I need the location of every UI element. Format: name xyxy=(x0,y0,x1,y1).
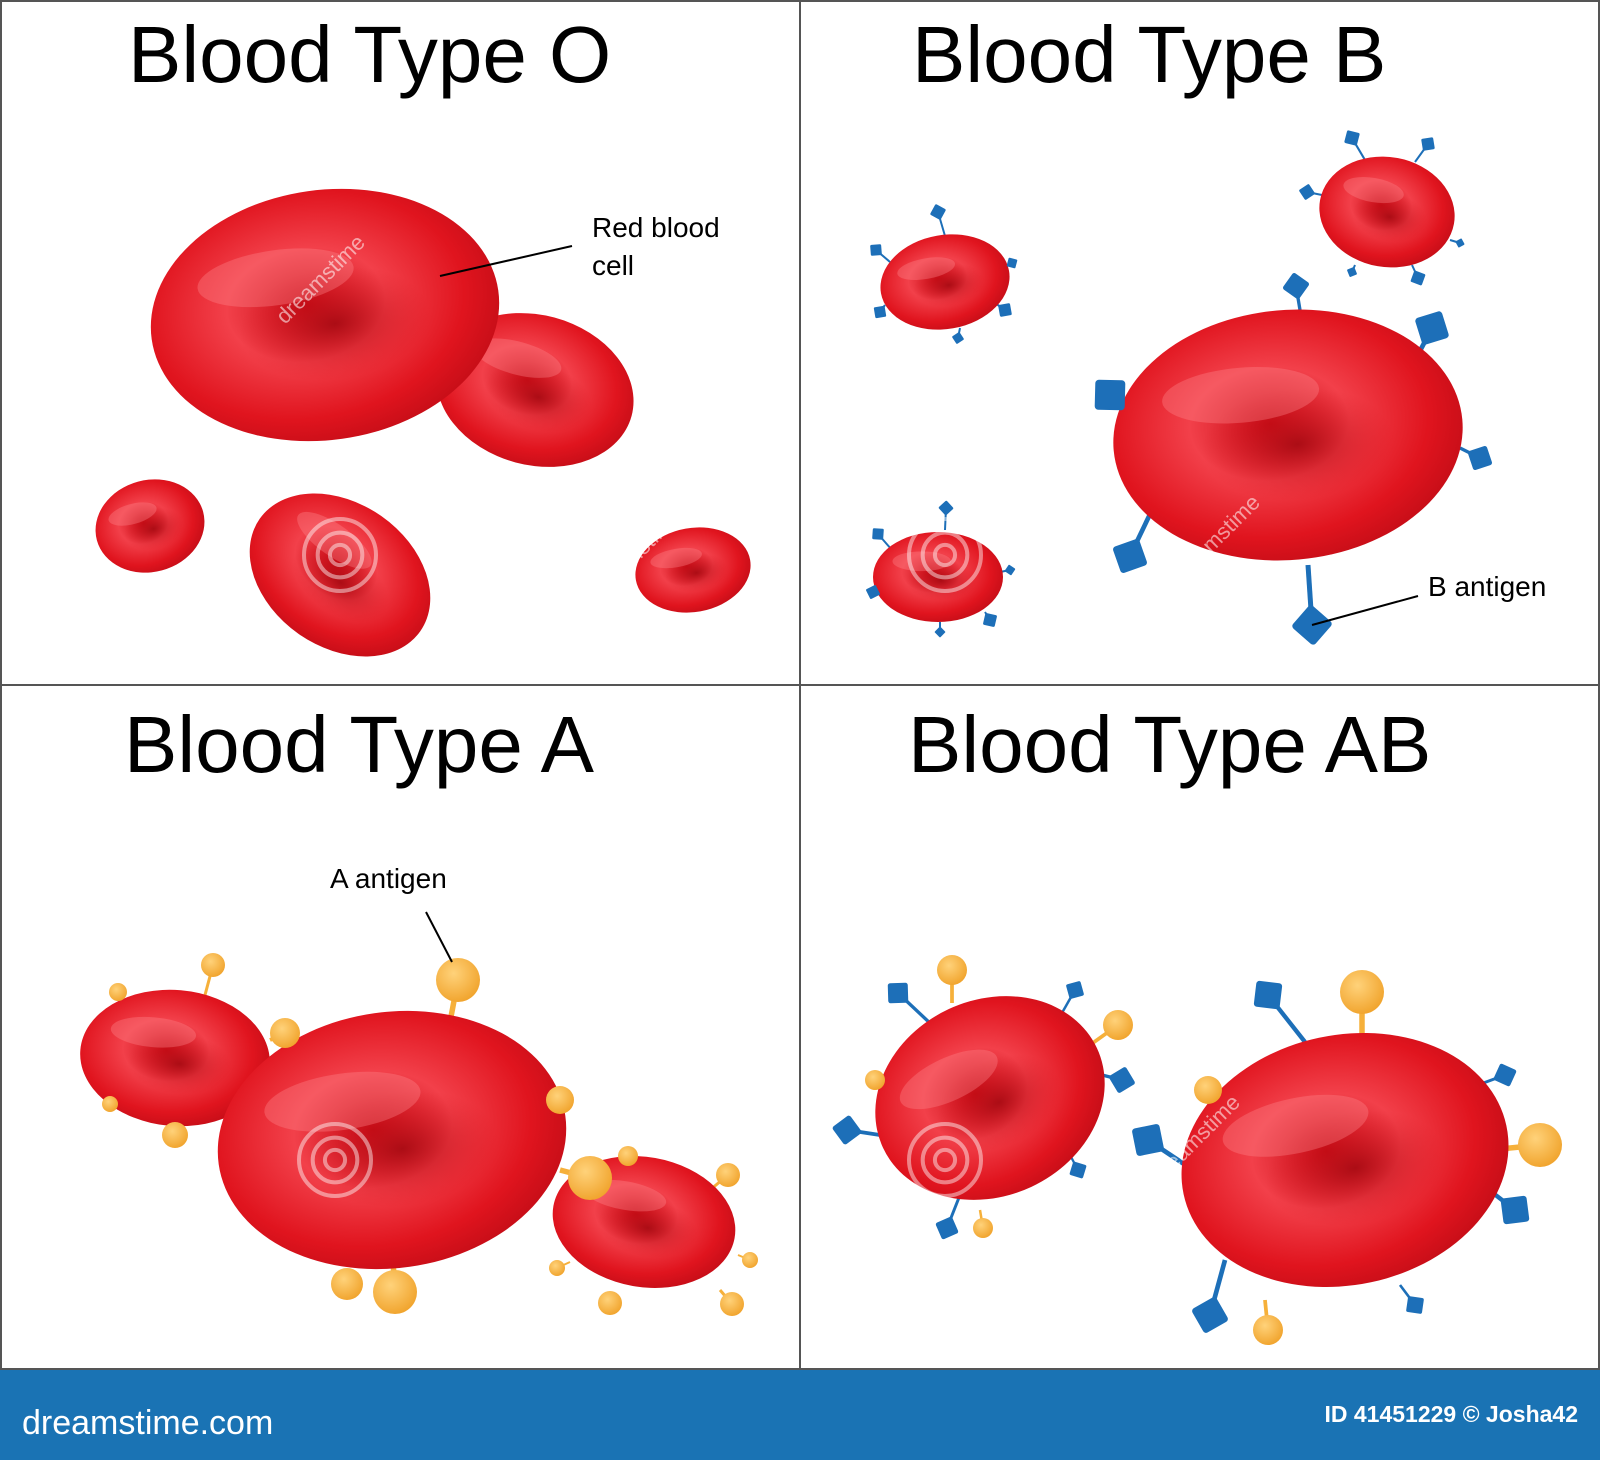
watermark-swirl-icon xyxy=(18,223,82,287)
a-antigen-icon xyxy=(1194,1076,1222,1104)
watermark-swirl-icon xyxy=(1528,523,1592,587)
watermark-swirl-icon xyxy=(907,517,983,593)
a-antigen-icon xyxy=(1340,970,1384,1014)
b-antigen-icon xyxy=(1415,311,1449,345)
watermark-swirl-icon xyxy=(18,823,82,887)
a-antigen-icon xyxy=(1103,1010,1133,1040)
b-antigen-icon xyxy=(938,500,954,516)
a-antigen-icon xyxy=(331,1268,363,1300)
b-antigen-icon xyxy=(887,982,909,1004)
red-blood-cell xyxy=(249,493,431,657)
red-blood-cell xyxy=(880,234,1010,330)
b-antigen-icon xyxy=(1455,238,1465,248)
b-antigen-icon xyxy=(873,305,887,319)
a-antigen-icon xyxy=(270,1018,300,1048)
a-antigen-icon xyxy=(618,1146,638,1166)
a-antigen-icon xyxy=(162,1122,188,1148)
b-antigen-icon xyxy=(930,204,946,220)
callout-red-blood-cell-line2: cell xyxy=(592,250,634,281)
watermark-swirl-icon xyxy=(623,223,687,287)
a-antigen-icon xyxy=(373,1270,417,1314)
b-antigen-icon xyxy=(1467,445,1493,471)
watermark-swirl-icon xyxy=(907,1122,983,1198)
a-antigen-icon xyxy=(598,1291,622,1315)
b-antigen-icon xyxy=(1066,981,1084,999)
b-antigen-icon xyxy=(998,303,1012,317)
callout-b-antigen: B antigen xyxy=(1311,571,1546,626)
b-antigen-icon xyxy=(1132,1124,1164,1156)
b-antigen-icon xyxy=(1421,137,1435,151)
b-antigen-icon xyxy=(1253,980,1283,1010)
b-antigen-icon xyxy=(1347,267,1357,277)
b-antigen-icon xyxy=(866,585,880,599)
b-antigen-icon xyxy=(1113,539,1147,573)
a-antigen-icon xyxy=(546,1086,574,1114)
callout-red-blood-cell: Red blood cell xyxy=(439,212,720,281)
a-antigen-icon xyxy=(742,1252,758,1268)
a-antigen-icon xyxy=(1253,1315,1283,1345)
a-antigen-icon xyxy=(1518,1123,1562,1167)
red-blood-cell xyxy=(873,532,1003,622)
b-antigen-icon xyxy=(1410,270,1426,286)
b-antigen-icon xyxy=(872,528,884,540)
red-blood-cell xyxy=(1181,1033,1509,1287)
a-antigen-icon xyxy=(720,1292,744,1316)
callout-red-blood-cell-line1: Red blood xyxy=(592,212,720,243)
b-antigen-icon xyxy=(1406,1296,1424,1314)
b-antigen-icon xyxy=(1344,130,1360,146)
panel-title-type-o: Blood Type O xyxy=(128,10,611,99)
a-antigen-icon xyxy=(109,983,127,1001)
watermark-swirl-icon xyxy=(302,517,378,593)
panel-title-type-ab: Blood Type AB xyxy=(908,700,1431,789)
red-blood-cell xyxy=(635,527,751,613)
b-antigen-icon xyxy=(832,1115,862,1145)
red-blood-cell xyxy=(1319,156,1455,268)
b-antigen-icon xyxy=(1192,1297,1228,1333)
a-antigen-icon xyxy=(102,1096,118,1112)
red-blood-cell xyxy=(95,479,205,573)
a-antigen-icon xyxy=(716,1163,740,1187)
b-antigen-icon xyxy=(935,1216,959,1240)
antigen-heads xyxy=(102,130,1562,1345)
callout-a-antigen: A antigen xyxy=(330,863,453,963)
b-antigen-icon xyxy=(1069,1161,1087,1179)
a-antigen-icon xyxy=(865,1070,885,1090)
watermark-swirl-icon xyxy=(1208,223,1272,287)
watermark-swirl-icon xyxy=(297,1122,373,1198)
b-antigen-icon xyxy=(983,613,997,627)
panel-title-type-a: Blood Type A xyxy=(124,700,595,789)
a-antigen-icon xyxy=(937,955,967,985)
footer-image-id: ID 41451229 © Josha42 xyxy=(1324,1401,1578,1427)
footer-bar: dreamstime.com ID 41451229 © Josha42 xyxy=(0,1370,1600,1460)
b-antigen-icon xyxy=(934,626,946,638)
a-antigen-icon xyxy=(201,953,225,977)
b-antigen-icon xyxy=(1500,1195,1530,1225)
b-antigen-icon xyxy=(1004,564,1016,576)
panel-title-type-b: Blood Type B xyxy=(912,10,1386,99)
red-blood-cell xyxy=(80,989,270,1127)
red-blood-cell xyxy=(1113,309,1463,561)
b-antigen-icon xyxy=(1109,1067,1135,1093)
b-antigen-icon xyxy=(1299,184,1315,200)
footer-logo[interactable]: dreamstime.com xyxy=(22,1404,273,1442)
a-antigen-icon xyxy=(549,1260,565,1276)
red-blood-cell xyxy=(150,188,500,442)
b-antigen-icon xyxy=(1006,257,1018,269)
watermark-swirl-icon xyxy=(1208,823,1272,887)
b-antigen-icon xyxy=(1282,272,1310,300)
cells-layer xyxy=(80,156,1509,1288)
red-blood-cell xyxy=(217,1010,567,1270)
a-antigen-icon xyxy=(973,1218,993,1238)
b-antigen-icon xyxy=(1493,1063,1517,1087)
b-antigen-icon xyxy=(870,244,882,256)
a-antigen-icon xyxy=(436,958,480,1002)
b-antigen-icon xyxy=(1094,379,1126,411)
b-antigen-icon xyxy=(952,332,964,344)
callout-b-antigen-label: B antigen xyxy=(1428,571,1546,602)
watermark-swirl-icon xyxy=(623,823,687,887)
red-blood-cell xyxy=(875,996,1105,1200)
callout-a-antigen-label: A antigen xyxy=(330,863,447,894)
a-antigen-icon xyxy=(568,1156,612,1200)
